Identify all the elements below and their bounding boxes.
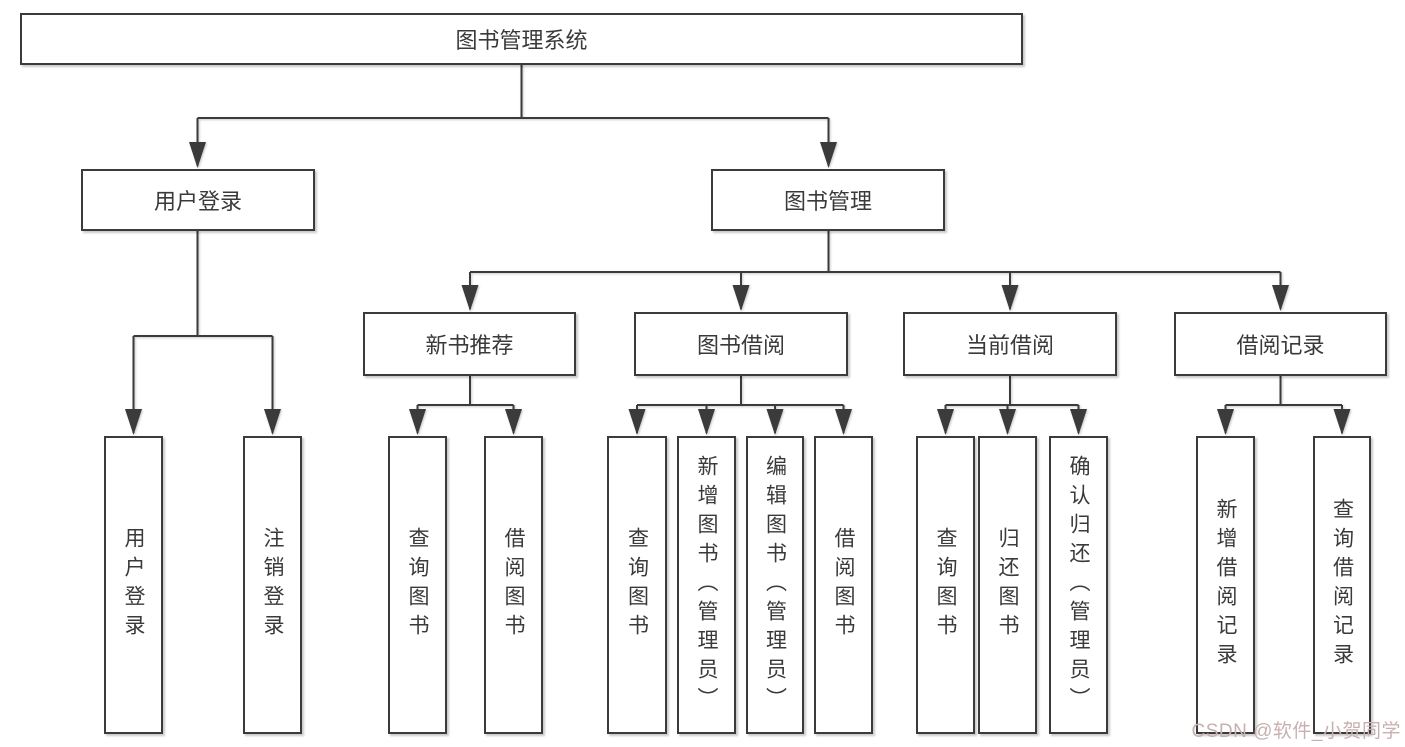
- node-user-login-label: 用户登录: [153, 189, 242, 214]
- leaf-borrow-query-books: 查询图书: [607, 436, 667, 734]
- node-book-management: 图书管理: [711, 169, 945, 231]
- leaf-add-books-admin: 新增图书（管理员）: [677, 436, 736, 734]
- leaf-recommend-query-books: 查询图书: [388, 436, 447, 734]
- leaf-borrow-books-label: 借阅图书: [832, 527, 856, 643]
- node-book-borrowing: 图书借阅: [634, 312, 848, 376]
- leaf-current-query-books: 查询图书: [916, 436, 975, 734]
- leaf-return-books-label: 归还图书: [996, 527, 1020, 643]
- node-new-book-recommendation: 新书推荐: [363, 312, 576, 376]
- leaf-recommend-borrow-books-label: 借阅图书: [502, 527, 526, 643]
- leaf-user-login-label: 用户登录: [122, 527, 146, 643]
- leaf-logout: 注销登录: [243, 436, 302, 734]
- csdn-watermark: CSDN @软件_小贺同学: [1191, 721, 1401, 742]
- node-current-borrowing: 当前借阅: [903, 312, 1117, 376]
- leaf-confirm-return-admin-label: 确认归还（管理员）: [1067, 454, 1091, 716]
- leaf-borrow-query-books-label: 查询图书: [625, 527, 649, 643]
- node-user-login: 用户登录: [81, 169, 315, 231]
- leaf-confirm-return-admin: 确认归还（管理员）: [1049, 436, 1108, 734]
- node-borrowing-records: 借阅记录: [1174, 312, 1387, 376]
- leaf-logout-label: 注销登录: [261, 527, 285, 643]
- leaf-add-books-admin-label: 新增图书（管理员）: [695, 454, 719, 716]
- leaf-edit-books-admin: 编辑图书（管理员）: [746, 436, 804, 734]
- node-new-book-recommendation-label: 新书推荐: [425, 333, 514, 358]
- node-root-label: 图书管理系统: [455, 28, 588, 53]
- leaf-query-borrow-record-label: 查询借阅记录: [1330, 498, 1354, 672]
- leaf-query-borrow-record: 查询借阅记录: [1313, 436, 1371, 734]
- leaf-recommend-borrow-books: 借阅图书: [484, 436, 543, 734]
- leaf-current-query-books-label: 查询图书: [934, 527, 958, 643]
- node-root-system: 图书管理系统: [20, 13, 1023, 65]
- leaf-edit-books-admin-label: 编辑图书（管理员）: [763, 454, 787, 716]
- leaf-recommend-query-books-label: 查询图书: [406, 527, 430, 643]
- node-current-borrowing-label: 当前借阅: [965, 333, 1054, 358]
- node-book-borrowing-label: 图书借阅: [696, 333, 785, 358]
- leaf-add-borrow-record: 新增借阅记录: [1196, 436, 1255, 734]
- node-book-management-label: 图书管理: [783, 189, 872, 214]
- node-borrowing-records-label: 借阅记录: [1236, 333, 1325, 358]
- leaf-borrow-books: 借阅图书: [814, 436, 873, 734]
- leaf-user-login: 用户登录: [104, 436, 163, 734]
- leaf-add-borrow-record-label: 新增借阅记录: [1214, 498, 1238, 672]
- leaf-return-books: 归还图书: [978, 436, 1037, 734]
